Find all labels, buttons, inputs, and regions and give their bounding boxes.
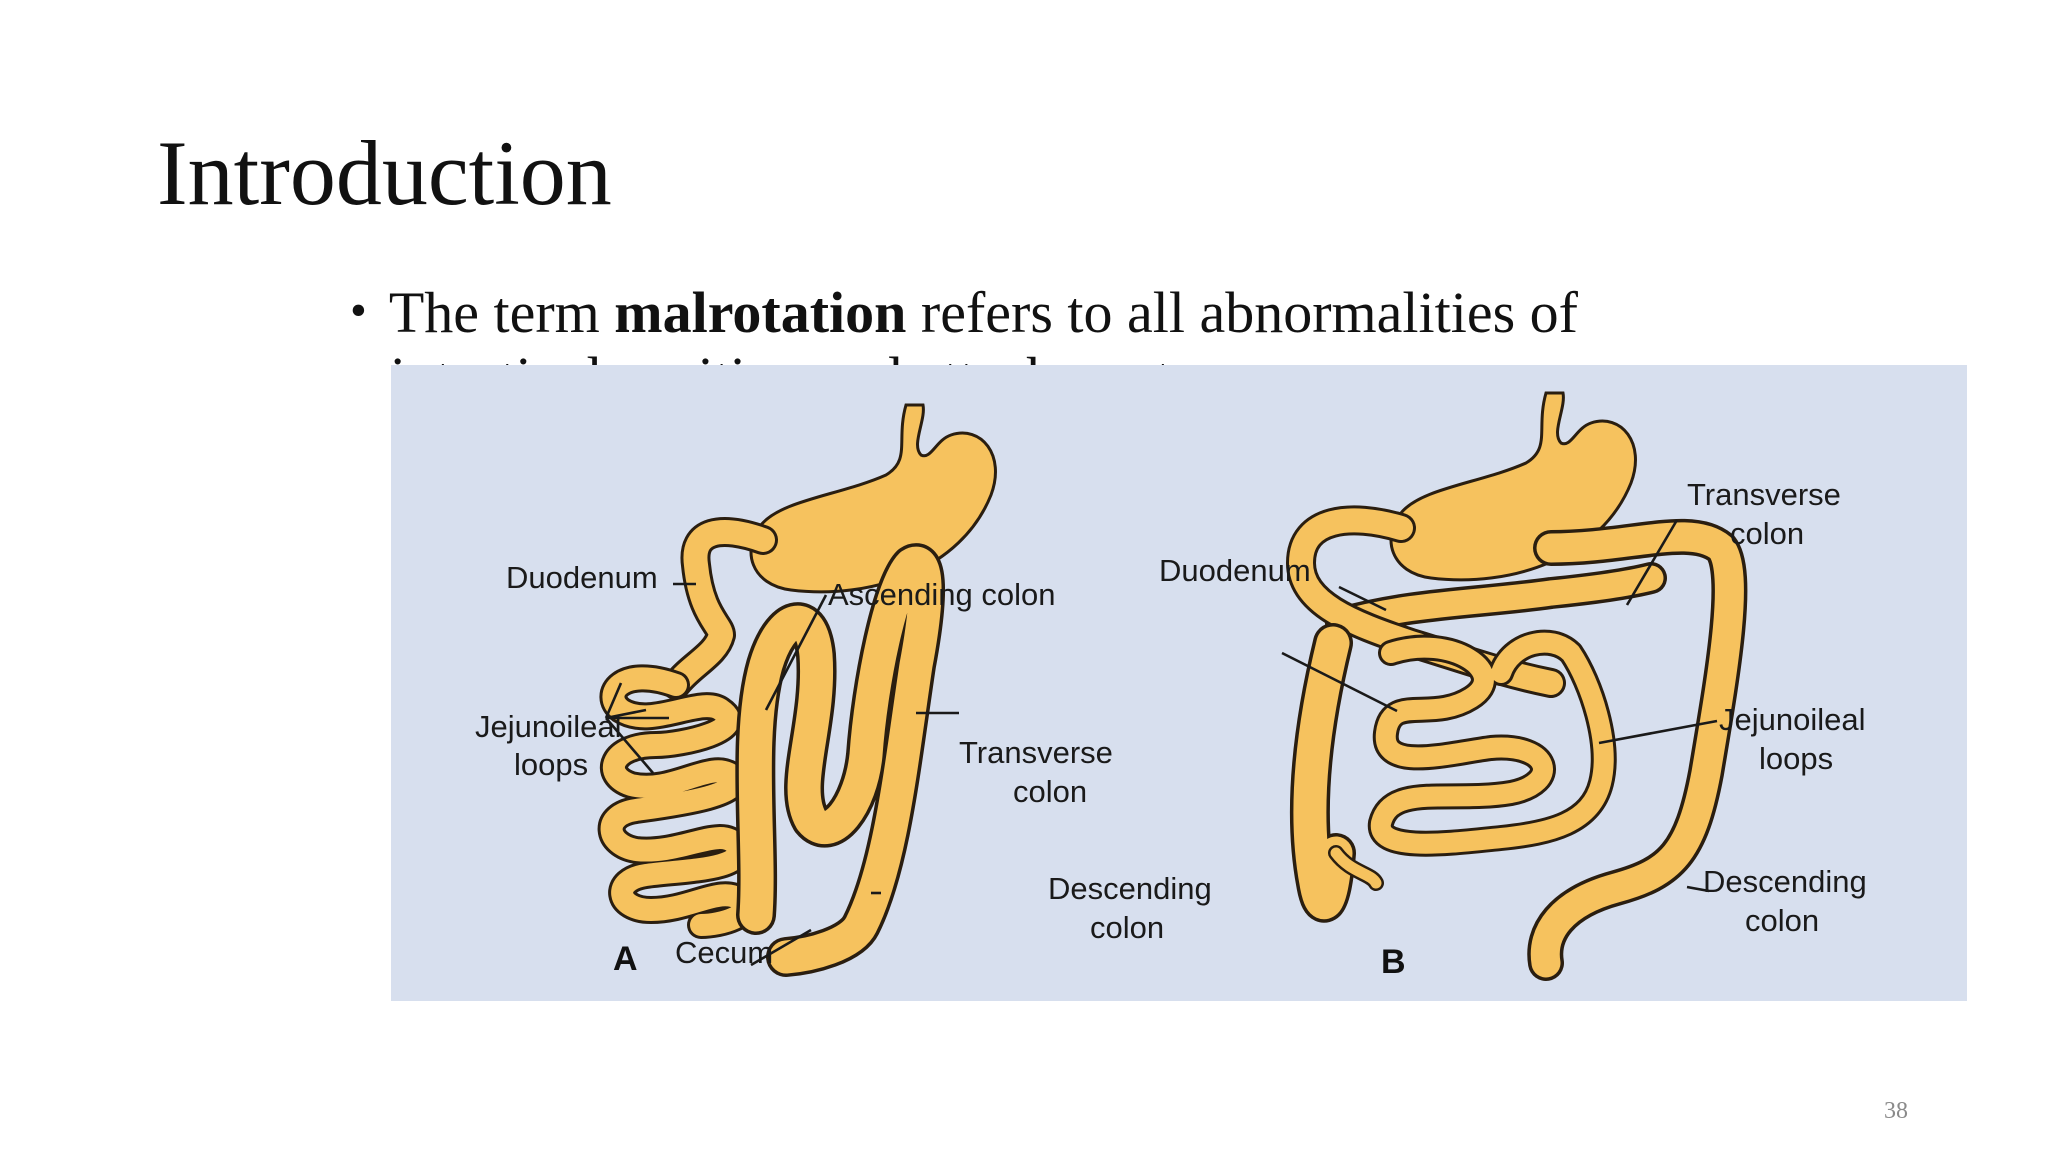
malrotation-figure: Duodenum Jejunoileal loops Ascending col… (391, 365, 1967, 1001)
bullet-suffix: refers to all abnormalities of (906, 280, 1578, 345)
label-a-jejunoileal: Jejunoileal (475, 709, 622, 744)
panel-a-labels: Duodenum Jejunoileal loops Ascending col… (475, 560, 1212, 978)
bullet-prefix: The term (388, 280, 615, 345)
label-a-transverse: Transverse (959, 735, 1113, 770)
label-a-loops: loops (514, 747, 588, 782)
page-number: 38 (1884, 1098, 1908, 1124)
bullet-bold-term: malrotation (614, 280, 907, 345)
label-b-jejunoileal: Jejunoileal (1719, 702, 1866, 737)
label-a-descending: Descending (1048, 871, 1212, 906)
label-a-ascending-colon: Ascending colon (828, 577, 1056, 612)
label-b-transverse-colon: colon (1730, 516, 1804, 551)
intestine-illustration: Duodenum Jejunoileal loops Ascending col… (475, 391, 1867, 981)
panel-b-leaders (1281, 519, 1718, 893)
label-a-transverse-colon: colon (1013, 774, 1087, 809)
panel-a-letter: A (613, 940, 638, 978)
label-a-duodenum: Duodenum (506, 560, 658, 595)
label-b-descending-colon: colon (1745, 903, 1819, 938)
label-b-loops: loops (1759, 741, 1833, 776)
panel-a-leaders (604, 582, 959, 967)
panel-b-labels: Transverse colon Duodenum Jejunoileal lo… (1159, 477, 1867, 981)
panel-b-letter: B (1381, 943, 1406, 981)
slide-title: Introduction (157, 122, 612, 224)
label-a-descending-colon: colon (1090, 910, 1164, 945)
bullet-dot: • (350, 284, 367, 337)
label-b-duodenum: Duodenum (1159, 553, 1311, 588)
panel-b-drawing (1286, 391, 1748, 981)
label-a-cecum: Cecum (675, 935, 773, 970)
panel-a-drawing (597, 403, 997, 977)
bullet-line-1: • The term malrotation refers to all abno… (350, 276, 1578, 348)
label-b-transverse: Transverse (1687, 477, 1841, 512)
label-b-descending: Descending (1703, 864, 1867, 899)
